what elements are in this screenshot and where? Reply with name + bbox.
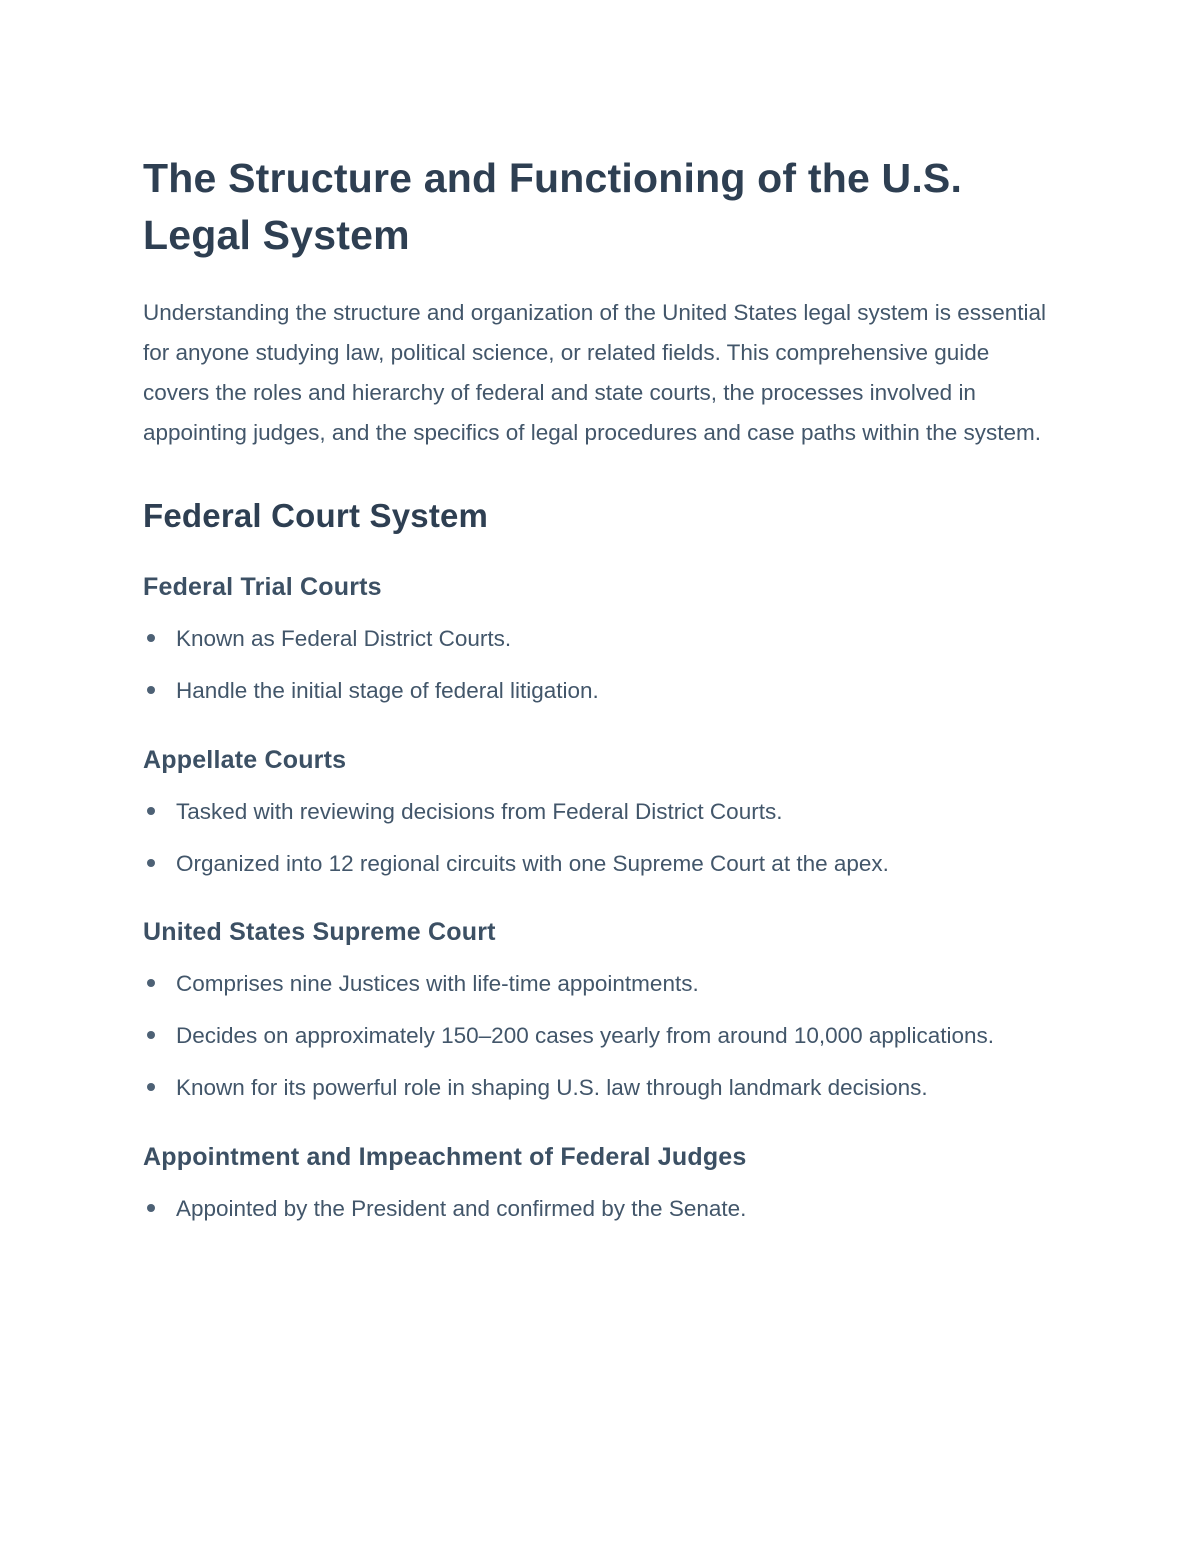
list-item-text: Known as Federal District Courts.	[176, 626, 512, 652]
bullet-list-federal-trial-courts: Known as Federal District Courts. Handle…	[143, 622, 1050, 708]
bullet-icon	[147, 686, 155, 695]
subsection-heading-federal-trial-courts: Federal Trial Courts	[143, 573, 382, 602]
list-item-text: Organized into 12 regional circuits with…	[176, 850, 889, 876]
bullet-icon	[147, 1082, 155, 1091]
list-item: Comprises nine Justices with life-time a…	[143, 967, 1048, 1001]
list-item-text: Appointed by the President and confirmed…	[176, 1195, 747, 1221]
list-item-text: Tasked with reviewing decisions from Fed…	[176, 798, 783, 824]
page-title: The Structure and Functioning of the U.S…	[143, 155, 963, 258]
list-item: Known as Federal District Courts.	[143, 622, 1048, 656]
list-item: Known for its powerful role in shaping U…	[143, 1071, 1048, 1105]
intro-paragraph: Understanding the structure and organiza…	[143, 300, 1047, 446]
bullet-icon	[147, 806, 155, 815]
subsection-heading-us-supreme-court: United States Supreme Court	[143, 918, 496, 947]
list-item-text: Handle the initial stage of federal liti…	[176, 678, 599, 704]
section-heading-federal-court-system: Federal Court System	[143, 497, 489, 535]
list-item-text: Known for its powerful role in shaping U…	[176, 1074, 928, 1100]
list-item: Organized into 12 regional circuits with…	[143, 847, 1048, 881]
list-item: Handle the initial stage of federal liti…	[143, 674, 1048, 708]
list-item-text: Comprises nine Justices with life-time a…	[176, 971, 699, 997]
bullet-list-us-supreme-court: Comprises nine Justices with life-time a…	[143, 967, 1050, 1104]
bullet-icon	[147, 1203, 155, 1212]
list-item-text: Decides on approximately 150–200 cases y…	[176, 1023, 994, 1049]
bullet-icon	[147, 979, 155, 988]
bullet-icon	[147, 634, 155, 643]
subsection-heading-appointment-impeachment: Appointment and Impeachment of Federal J…	[143, 1142, 747, 1171]
list-item: Decides on approximately 150–200 cases y…	[143, 1019, 1048, 1053]
subsection-heading-appellate-courts: Appellate Courts	[143, 745, 347, 774]
list-item: Tasked with reviewing decisions from Fed…	[143, 795, 1048, 829]
bullet-list-appointment-impeachment: Appointed by the President and confirmed…	[143, 1192, 1050, 1226]
bullet-icon	[147, 858, 155, 867]
bullet-icon	[147, 1031, 155, 1040]
bullet-list-appellate-courts: Tasked with reviewing decisions from Fed…	[143, 795, 1050, 881]
list-item: Appointed by the President and confirmed…	[143, 1192, 1048, 1226]
